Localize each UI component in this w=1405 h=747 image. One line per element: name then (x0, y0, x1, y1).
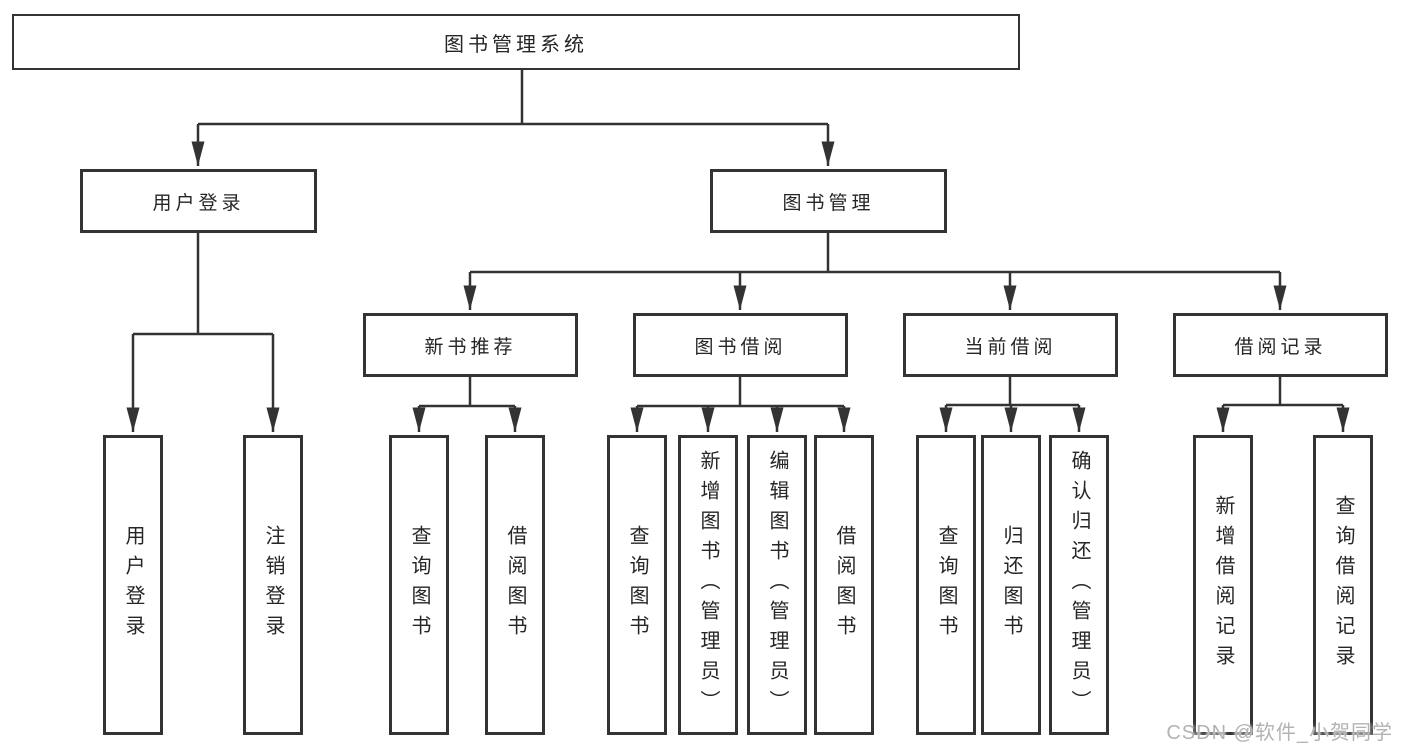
leaf-return-book: 归还图书 (981, 435, 1041, 735)
leaf-query-borrow-record: 查询借阅记录 (1313, 435, 1373, 735)
leaf-logout: 注销登录 (243, 435, 303, 735)
leaf-add-book-admin-label: 新增图书（管理员） (697, 450, 719, 720)
node-borrow-records-label: 借阅记录 (1234, 336, 1327, 358)
split-user-login (133, 233, 273, 336)
leaf-query-books-1-label: 查询图书 (408, 525, 430, 645)
split-book-management (470, 233, 1280, 274)
leaf-edit-book-admin: 编辑图书（管理员） (747, 435, 807, 735)
split-book-borrow (637, 377, 844, 408)
leaf-user-login-label: 用户登录 (122, 525, 144, 645)
split-borrow-records (1223, 377, 1343, 407)
leaf-add-borrow-record: 新增借阅记录 (1193, 435, 1253, 735)
leaf-user-login: 用户登录 (103, 435, 163, 735)
leaf-edit-book-admin-label: 编辑图书（管理员） (766, 450, 788, 720)
leaf-add-book-admin: 新增图书（管理员） (678, 435, 738, 735)
watermark: CSDN @软件_小贺同学 (1166, 722, 1393, 744)
leaf-logout-label: 注销登录 (262, 525, 284, 645)
node-root-label: 图书管理系统 (444, 33, 588, 56)
node-book-management: 图书管理 (710, 169, 947, 233)
leaf-query-books-2: 查询图书 (607, 435, 667, 735)
node-user-login: 用户登录 (80, 169, 317, 233)
split-new-book (419, 377, 515, 408)
node-book-borrow: 图书借阅 (633, 313, 848, 377)
leaf-query-books-2-label: 查询图书 (626, 525, 648, 645)
leaf-borrow-books-1: 借阅图书 (485, 435, 545, 735)
leaf-query-books-3: 查询图书 (916, 435, 976, 735)
split-root (198, 70, 828, 126)
node-root: 图书管理系统 (12, 14, 1020, 70)
leaf-query-books-3-label: 查询图书 (935, 525, 957, 645)
node-current-borrow: 当前借阅 (903, 313, 1118, 377)
leaf-return-book-label: 归还图书 (1000, 525, 1022, 645)
leaf-borrow-books-2-label: 借阅图书 (833, 525, 855, 645)
leaf-add-borrow-record-label: 新增借阅记录 (1212, 495, 1234, 675)
node-new-book-recommend-label: 新书推荐 (424, 336, 517, 358)
node-new-book-recommend: 新书推荐 (363, 313, 578, 377)
node-book-borrow-label: 图书借阅 (694, 336, 787, 358)
node-borrow-records: 借阅记录 (1173, 313, 1388, 377)
node-current-borrow-label: 当前借阅 (964, 336, 1057, 358)
node-user-login-label: 用户登录 (152, 192, 245, 214)
split-current-borrow (946, 377, 1079, 407)
leaf-confirm-return-admin-label: 确认归还（管理员） (1068, 450, 1090, 720)
leaf-query-books-1: 查询图书 (389, 435, 449, 735)
leaf-query-borrow-record-label: 查询借阅记录 (1332, 495, 1354, 675)
leaf-borrow-books-2: 借阅图书 (814, 435, 874, 735)
leaf-borrow-books-1-label: 借阅图书 (504, 525, 526, 645)
node-book-management-label: 图书管理 (782, 192, 875, 214)
leaf-confirm-return-admin: 确认归还（管理员） (1049, 435, 1109, 735)
